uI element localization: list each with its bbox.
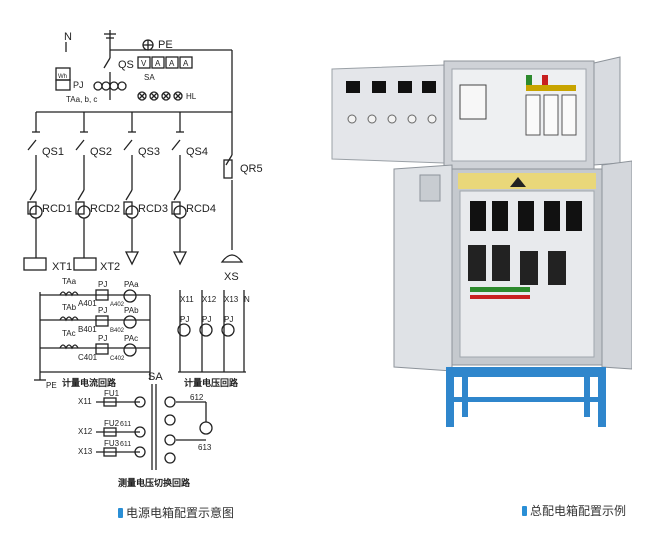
upper-right-door [593,56,621,166]
qs1-label: QS1 [42,146,64,158]
sw-x12: X12 [78,427,93,436]
meter-a3: A [183,59,189,68]
meter-a1: A [155,59,161,68]
left-caption-text: 电源电箱配置示意图 [126,506,235,520]
right-caption: 总配电箱配置示例 [522,502,626,519]
meter-row: V A A A [137,56,193,69]
pe-ground: PE [46,381,57,390]
rcd1-label: RCD1 [42,203,72,215]
power-box-schematic: N PE Wh PJ QS TAa, b, c V A A A SA HL QS… [23,30,263,488]
qs-label: QS [118,59,134,71]
main-breakers [525,75,577,136]
current-loop: TAa TAb TAc PJ PJ PJ PAa PAb PAc A401 A4… [34,277,151,390]
n-label: N [64,31,72,43]
ta-label: TAa, b, c [66,95,97,104]
pj-a: PJ [98,280,107,289]
right-caption-text: 总配电箱配置示例 [530,504,627,518]
busbar-cover [458,173,596,189]
qr5-branch: QR5 XS [220,154,263,283]
a402: A402 [110,302,125,308]
left-caption: 电源电箱配置示意图 [118,504,234,521]
meter-v: V [141,59,147,68]
code-612: 612 [190,393,204,402]
upper-left-door [331,64,445,164]
switch-loop-title: 测量电压切换回路 [118,477,191,488]
rcd4-label: RCD4 [186,203,216,215]
fu1: FU1 [104,389,120,398]
pj-c: PJ [98,334,107,343]
code-611b: 611 [120,441,131,448]
xs-label: XS [224,271,239,283]
ta-c: TAc [62,329,76,338]
c401: C401 [78,353,98,362]
vterm-x11: X11 [180,295,194,304]
warning-sign [510,177,526,187]
indicator-lamps [137,91,183,101]
wh-meter: Wh [58,74,67,80]
vterm-n: N [244,295,250,304]
ta-b: TAb [62,303,77,312]
cabinet-stand [446,367,606,427]
pa-b: PAb [124,306,139,315]
vpj-2: PJ [202,315,211,324]
caption-marker-icon [522,506,527,516]
pe-label: PE [158,39,173,51]
hl-label: HL [186,92,197,101]
pa-a: PAa [124,280,139,289]
current-loop-title: 计量电流回路 [62,377,117,388]
sa-label: SA [144,73,155,82]
pj-label: PJ [73,80,84,90]
xt2-label: XT2 [100,261,120,273]
b401: B401 [78,325,97,334]
pj-b: PJ [98,306,107,315]
switch-loop: SA X11 X12 X13 FU1 FU2 FU3 611 611 612 6… [78,371,213,488]
b402: B402 [110,328,125,334]
branch-2: QS2 RCD2 XT2 [73,112,120,273]
branch-4: QS4 RCD4 [171,112,216,266]
voltage-loop-title: 计量电压回路 [184,377,239,388]
code-611a: 611 [120,421,131,428]
branch-1: QS1 RCD1 XT1 [23,112,72,273]
rcd3-label: RCD3 [138,203,168,215]
qr5-label: QR5 [240,163,263,175]
distribution-cabinet-photo [331,56,632,427]
rcd2-label: RCD2 [90,203,120,215]
vpj-3: PJ [224,315,233,324]
branch-breakers [468,201,582,299]
qs2-label: QS2 [90,146,112,158]
vterm-x12: X12 [202,295,217,304]
vpj-1: PJ [180,315,189,324]
xt1-label: XT1 [52,261,72,273]
meter-a2: A [169,59,175,68]
voltage-loop: X11 X12 X13 N PJ PJ PJ 计量电压回路 [177,290,250,388]
code-613: 613 [198,443,212,452]
sa-switch-label: SA [148,371,163,383]
ta-a: TAa [62,277,77,286]
sw-x13: X13 [78,447,93,456]
vterm-x13: X13 [224,295,239,304]
a401: A401 [78,299,97,308]
fu3: FU3 [104,439,120,448]
door-meters [346,81,436,93]
door-handle [419,174,441,202]
caption-marker-icon [118,508,123,518]
pa-c: PAc [124,334,138,343]
lower-right-door [601,160,632,370]
c402: C402 [110,356,125,362]
fu2: FU2 [104,419,120,428]
sw-x11: X11 [78,397,92,406]
qs4-label: QS4 [186,146,208,158]
door-switches [347,114,437,124]
qs3-label: QS3 [138,146,160,158]
kwh-meter [459,84,487,120]
branch-3: QS3 RCD3 [123,112,168,266]
